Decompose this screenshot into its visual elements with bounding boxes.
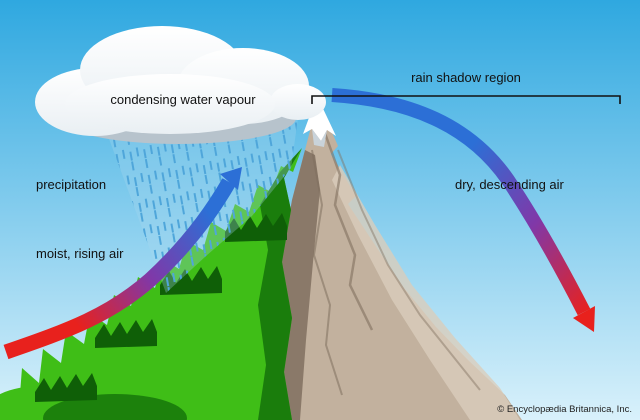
cloud-puff [270,84,326,120]
cloud [35,26,326,144]
rain-band [105,118,298,293]
label-moist-rising-air: moist, rising air [36,246,124,261]
label-dry-descending-air: dry, descending air [455,177,565,192]
rock-streak [311,149,343,396]
dry-air-arrow-shaft [331,88,591,316]
dry-air-arrow [331,88,595,332]
moist-air-arrow [3,167,242,360]
tree-row [95,319,157,348]
cloud-puff [65,74,275,134]
snow-cap [303,98,336,147]
label-precipitation: precipitation [36,177,106,192]
snow-cap-shape [303,98,336,141]
rock-streak [320,124,374,331]
rain-shadow-bracket [311,95,621,104]
leeward-highlight-facet [332,165,520,420]
tree-row [225,213,287,242]
tree-row [35,373,97,402]
moist-air-arrow-shaft [3,178,236,360]
tree-row [160,266,222,295]
rain-streaks [105,118,298,293]
label-condensing-water-vapour: condensing water vapour [110,92,256,107]
moist-air-arrowhead [220,167,242,190]
dry-air-arrowhead [573,306,595,332]
windward-ridge-shadow [258,148,302,420]
label-rain-shadow-region: rain shadow region [411,70,521,85]
rock-streak [337,149,481,391]
credit-text: © Encyclopædia Britannica, Inc. [497,404,632,415]
snow-cap-shadow [312,129,327,147]
